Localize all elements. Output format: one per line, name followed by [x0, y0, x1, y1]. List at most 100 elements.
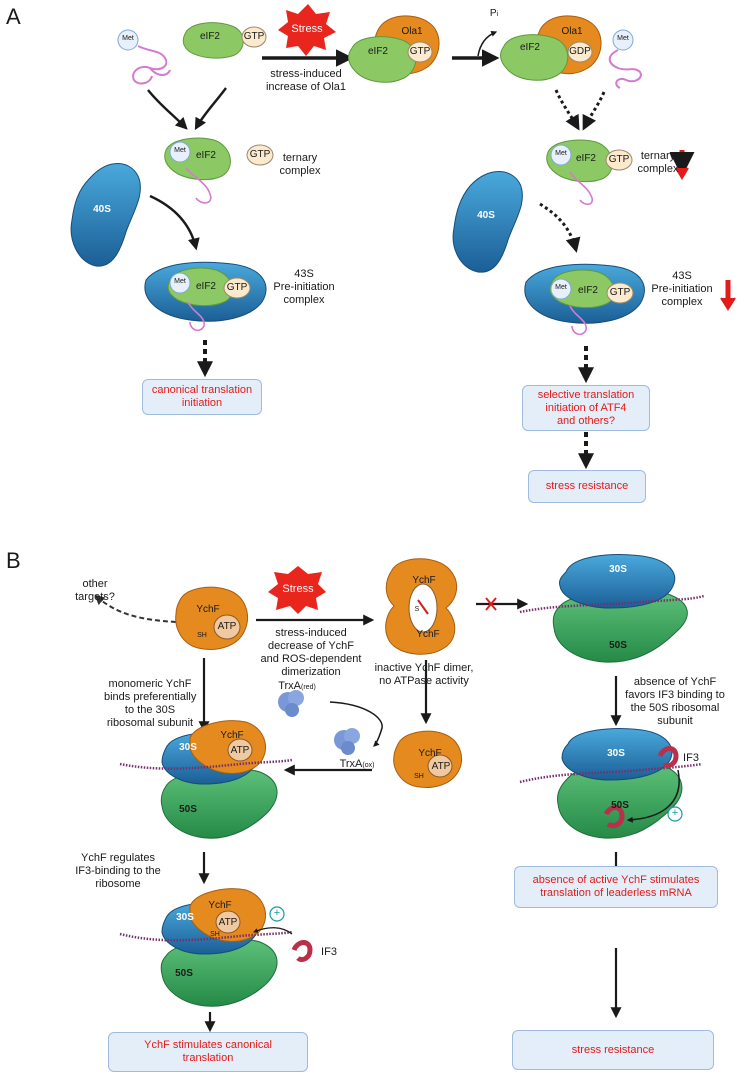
ribo-30s-label-mid-right: 30S	[607, 748, 625, 759]
stress-resistance-box-b: stress resistance	[512, 1030, 714, 1070]
plus-label-right: +	[671, 807, 679, 819]
met-label-43s-right: Met	[555, 284, 567, 291]
regulates-label-2: IF3-binding to the	[75, 865, 161, 877]
ribo-30s-label-bottom-left: 30S	[176, 912, 194, 923]
ribosome-ychf-middle-left	[119, 720, 293, 839]
gtp-label-ternary-right: GTP	[608, 154, 630, 165]
gtp-label-left: GTP	[243, 31, 265, 42]
pic43s-label-left-3: complex	[283, 294, 325, 306]
ternary-label-right-2: complex	[637, 163, 679, 175]
dimer-label-2: no ATPase activity	[379, 675, 469, 687]
ola1-eif2-gtp-complex	[348, 15, 440, 83]
leaderless-line-2: translation of leaderless mRNA	[540, 887, 692, 899]
if3-label-right: IF3	[683, 752, 699, 764]
if3-free-left	[291, 940, 313, 963]
stress-arrow-label-a-1: stress-induced	[270, 68, 342, 80]
monomeric-label-4: ribosomal subunit	[106, 717, 194, 729]
stress-star-a	[278, 4, 336, 56]
atp-label-bottom-left: ATP	[218, 917, 238, 928]
panel-a-label: A	[6, 4, 21, 29]
ribosome-ychf-bottom-left	[119, 888, 293, 1007]
atp-label-top: ATP	[217, 621, 237, 632]
ychf-monomer-top	[175, 586, 248, 650]
ychf-label-bottom-left: YchF	[208, 900, 232, 911]
ternary-label-left-2: complex	[279, 165, 321, 177]
ribo-40s-label-right: 40S	[477, 210, 495, 221]
sh-label-middle: SH	[414, 773, 424, 780]
eif2-label-left: eIF2	[199, 31, 220, 42]
eif2-gtp-left	[182, 22, 267, 59]
gdp-label: GDP	[569, 46, 591, 57]
gtp-label-center: GTP	[409, 46, 431, 57]
pic43s-label-right-2: Pre-initiation	[651, 283, 713, 295]
absence-label-3: the 50S ribosomal	[630, 702, 720, 714]
other-targets-line-1: other	[82, 578, 108, 590]
absence-label-4: subunit	[657, 715, 693, 727]
ribo-30s-label-top: 30S	[609, 564, 627, 575]
ychf-label-mid-left: YchF	[220, 730, 244, 741]
trxa-red-label: TrxA(red)	[278, 680, 316, 692]
selective-initiation-line-2: initiation of ATF4	[545, 401, 627, 414]
plus-icon-left	[269, 906, 285, 922]
met-label-right: Met	[617, 35, 629, 42]
met-trna-left	[117, 29, 171, 85]
atp-label-middle: ATP	[431, 761, 451, 772]
gtp-label-43s-left: GTP	[226, 282, 248, 293]
ola1-label-right: Ola1	[561, 26, 583, 37]
stress-resistance-b-text: stress resistance	[571, 1043, 655, 1056]
ternary-complex-left	[164, 137, 274, 204]
gtp-label-ternary-left: GTP	[249, 149, 271, 160]
met-trna-right	[608, 29, 642, 89]
ribosome-70s-top-right	[519, 554, 705, 663]
stress-arrow-label-b-3: and ROS-dependent	[260, 653, 362, 665]
ternary-complex-right	[546, 139, 633, 206]
plus-label-left: +	[273, 907, 281, 919]
ribo-30s-label-mid-left: 30S	[179, 742, 197, 753]
ychf-dimer	[385, 558, 458, 655]
stress-label-b: Stress	[282, 583, 314, 595]
stress-arrow-label-b-1: stress-induced	[275, 627, 347, 639]
dimer-label-1: inactive YchF dimer,	[374, 662, 474, 674]
ychf-canonical-line-1: YchF stimulates canonical	[144, 1039, 272, 1051]
stress-arrow-label-b-2: decrease of YchF	[267, 640, 354, 652]
met-label-ternary-left: Met	[174, 147, 186, 154]
ribosome-40s-right	[452, 171, 523, 273]
stress-label-a: Stress	[291, 23, 323, 35]
ribosome-if3-middle-right	[519, 728, 703, 839]
monomeric-label-1: monomeric YchF	[108, 678, 192, 690]
ychf-label-top: YchF	[196, 604, 220, 615]
eif2-label-43s-right: eIF2	[577, 285, 598, 296]
ternary-label-right-1: ternary	[640, 150, 676, 162]
plus-icon-right	[667, 806, 683, 822]
met-label-43s-left: Met	[174, 278, 186, 285]
canonical-initiation-line-1: canonical translation	[151, 384, 253, 396]
ychf-monomer-middle	[393, 730, 462, 788]
stress-arrow-label-b-4: dimerization	[281, 666, 341, 678]
ribo-50s-label-bottom-left: 50S	[175, 968, 193, 979]
pic43s-label-right-3: complex	[661, 296, 703, 308]
pic43s-label-left-1: 43S	[294, 268, 314, 280]
stress-resistance-box-a: stress resistance	[528, 470, 646, 503]
absence-label-2: favors IF3 binding to	[625, 689, 725, 701]
canonical-initiation-line-2: initiation	[181, 397, 223, 409]
ribo-50s-label-mid-right: 50S	[611, 800, 629, 811]
s-label-dimer: S	[414, 606, 420, 613]
leaderless-line-1: absence of active YchF stimulates	[532, 874, 700, 886]
selective-initiation-line-1: selective translation	[537, 388, 635, 401]
pic-43s-left	[144, 261, 267, 332]
gtp-label-43s-right: GTP	[609, 287, 631, 298]
pic43s-label-right-1: 43S	[672, 270, 692, 282]
selective-initiation-line-3: and others?	[556, 414, 616, 427]
ribo-50s-label-mid-left: 50S	[179, 804, 197, 815]
other-targets-line-2: targets?	[75, 591, 115, 603]
if3-label-left: IF3	[321, 946, 337, 958]
stress-resistance-a-text: stress resistance	[545, 480, 629, 492]
ribosome-40s-left	[70, 163, 141, 267]
met-label-left: Met	[122, 35, 134, 42]
eif2-label-ternary-right: eIF2	[575, 153, 596, 164]
eif2-label-right: eIF2	[519, 42, 540, 53]
stress-star-b	[268, 566, 326, 614]
